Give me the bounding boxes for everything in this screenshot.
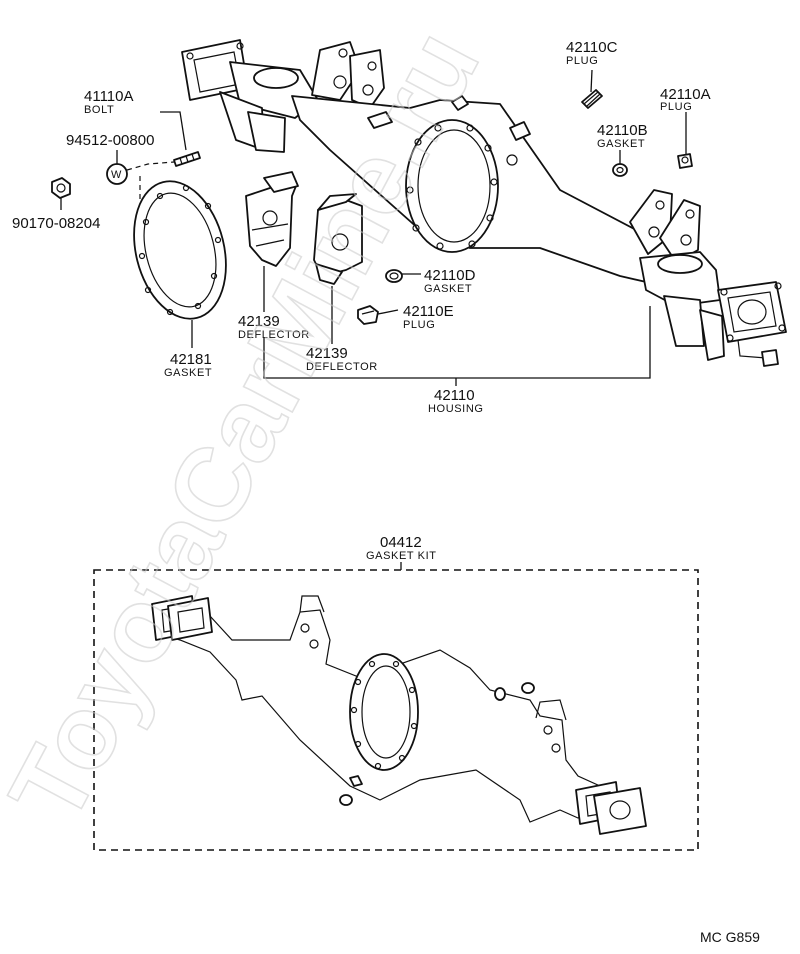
washer-94512-number: 94512-00800 [66,132,154,149]
gasket-42181-name: GASKET [164,367,212,379]
bolt-41110A-number: 41110A [84,88,134,105]
deflector-1-number: 42139 [238,313,280,330]
gasket-42181-number: 42181 [170,351,212,368]
housing-42110-number: 42110 [434,387,475,404]
gasket-42110D-name: GASKET [424,283,472,295]
kit-04412-number: 04412 [380,534,422,551]
gasket-42110B-name: GASKET [597,138,645,150]
diagram-code: MC G859 [700,929,760,945]
plug-42110C-drawing [581,89,603,109]
gasket-kit-frame [93,569,699,851]
gasket-kit-left-flange-gaskets [151,595,213,641]
deflector-1-drawing [245,171,299,267]
gasket-42110D-number: 42110D [424,267,476,284]
gasket-kit-cover-gasket [349,653,419,771]
axle-housing-drawing [181,39,787,367]
gasket-42110B-drawing [612,163,628,177]
kit-04412-name: GASKET KIT [366,550,437,562]
gasket-kit-right-flange-gaskets [575,781,647,835]
deflector-1-name: DEFLECTOR [238,329,310,341]
bolt-41110A-name: BOLT [84,104,114,116]
housing-42110-name: HOUSING [428,403,484,415]
plug-42110C-name: PLUG [566,55,598,67]
plug-42110A-drawing [677,153,693,169]
deflector-2-name: DEFLECTOR [306,361,378,373]
nut-90170-number: 90170-08204 [12,215,100,232]
gasket-42181-drawing [133,180,227,320]
gasket-42110B-number: 42110B [597,122,648,139]
bolt-41110A-drawing [173,151,201,167]
plug-42110A-name: PLUG [660,101,692,113]
gasket-42110D-drawing [385,269,403,283]
plug-42110C-number: 42110C [566,39,618,56]
leader-lines [60,69,687,386]
washer-94512-symbol: W [111,169,122,181]
plug-42110A-number: 42110A [660,86,711,103]
gasket-kit-housing-outline [154,595,601,823]
gasket-kit-small-gaskets [339,682,535,806]
plug-42110E-name: PLUG [403,319,435,331]
deflector-2-number: 42139 [306,345,348,362]
plug-42110E-drawing [357,305,379,325]
plug-42110E-number: 42110E [403,303,454,320]
deflector-2-drawing [313,193,363,285]
nut-90170-drawing [51,177,71,199]
